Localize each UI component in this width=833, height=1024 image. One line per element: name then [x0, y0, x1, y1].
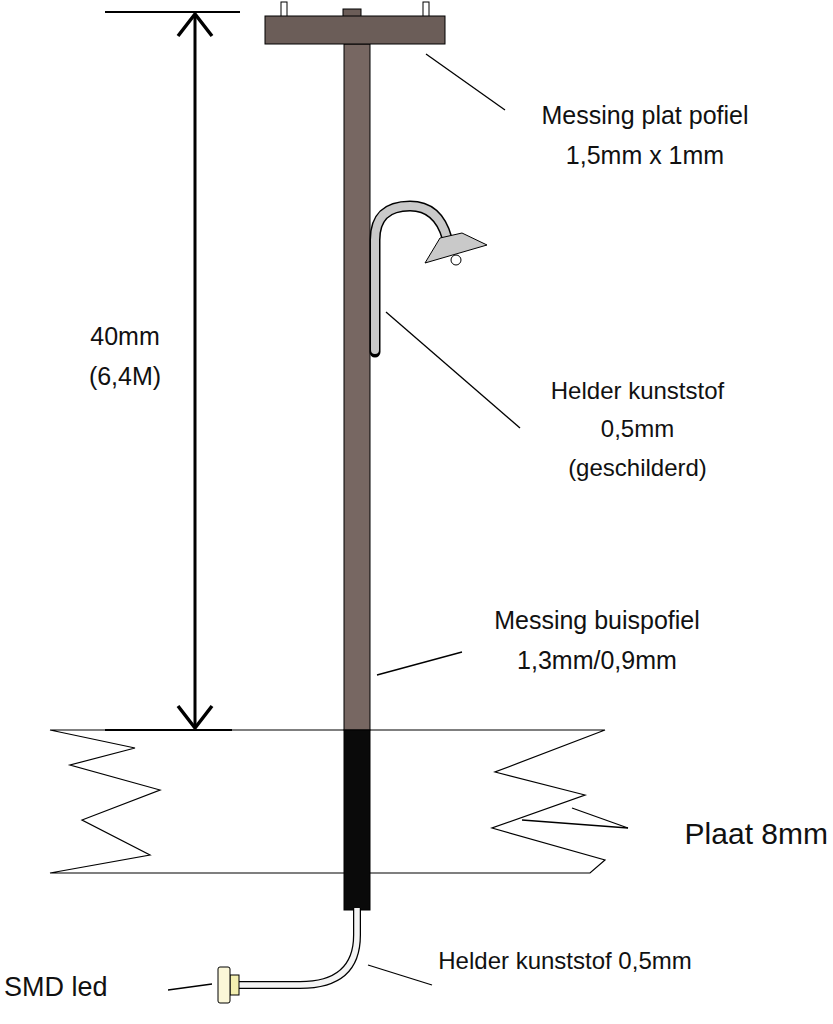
top-pin — [423, 2, 429, 17]
smd-led — [230, 975, 239, 995]
dimension-label: 40mm (6,4M) — [75, 316, 175, 396]
lamp-bulb — [451, 255, 461, 265]
fibre-outline — [232, 908, 357, 985]
lamp-arm-outline — [375, 206, 447, 352]
brass-tube — [344, 44, 370, 730]
smd-led — [218, 967, 230, 1003]
base-plate — [50, 730, 605, 873]
part-label: Helder kunststof 0,5mm — [435, 942, 695, 980]
light-fibre — [232, 908, 357, 985]
part-label: Messing plat pofiel 1,5mm x 1mm — [515, 95, 775, 175]
lamp-arm — [375, 206, 447, 350]
part-label: SMD led — [4, 966, 108, 1009]
tube-in-plate — [344, 730, 370, 910]
brass-flat-profile — [265, 16, 445, 44]
top-pin — [281, 2, 287, 17]
part-label: Plaat 8mm — [685, 810, 828, 858]
part-label: Messing buispofiel 1,3mm/0,9mm — [457, 600, 737, 680]
leader-line — [168, 54, 628, 990]
part-label: Helder kunststof 0,5mm (geschilderd) — [540, 372, 735, 487]
